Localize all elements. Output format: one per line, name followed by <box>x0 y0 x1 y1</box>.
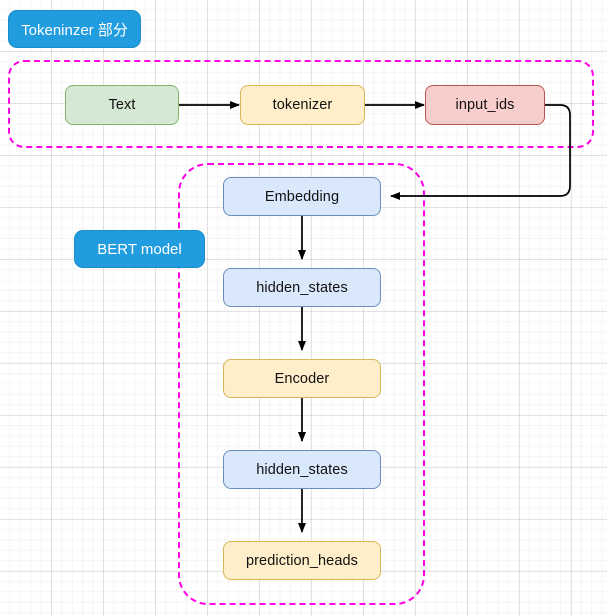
group-bert-boundary <box>178 163 425 605</box>
node-tokenizer[interactable]: tokenizer <box>240 85 365 125</box>
node-hidden-states-2-label: hidden_states <box>256 461 348 478</box>
node-prediction-heads-label: prediction_heads <box>245 552 359 569</box>
node-hidden-states-2[interactable]: hidden_states <box>223 450 381 489</box>
badge-bert-model[interactable]: BERT model <box>74 230 205 268</box>
node-embedding[interactable]: Embedding <box>223 177 381 216</box>
node-input-ids-label: input_ids <box>455 97 515 113</box>
node-encoder-label: Encoder <box>274 370 330 387</box>
badge-bert-label: BERT model <box>97 240 182 258</box>
node-hidden-states-1[interactable]: hidden_states <box>223 268 381 307</box>
badge-tokenizer-section[interactable]: Tokeninzer 部分 <box>8 10 141 48</box>
node-input-ids[interactable]: input_ids <box>425 85 545 125</box>
badge-tokenizer-label: Tokeninzer 部分 <box>21 21 128 39</box>
group-tokenizer-boundary <box>8 60 594 148</box>
node-encoder[interactable]: Encoder <box>223 359 381 398</box>
node-text[interactable]: Text <box>65 85 179 125</box>
node-prediction-heads[interactable]: prediction_heads <box>223 541 381 580</box>
node-hidden-states-1-label: hidden_states <box>256 279 348 296</box>
node-tokenizer-label: tokenizer <box>272 97 333 113</box>
node-text-label: Text <box>108 97 136 113</box>
node-embedding-label: Embedding <box>264 188 340 205</box>
